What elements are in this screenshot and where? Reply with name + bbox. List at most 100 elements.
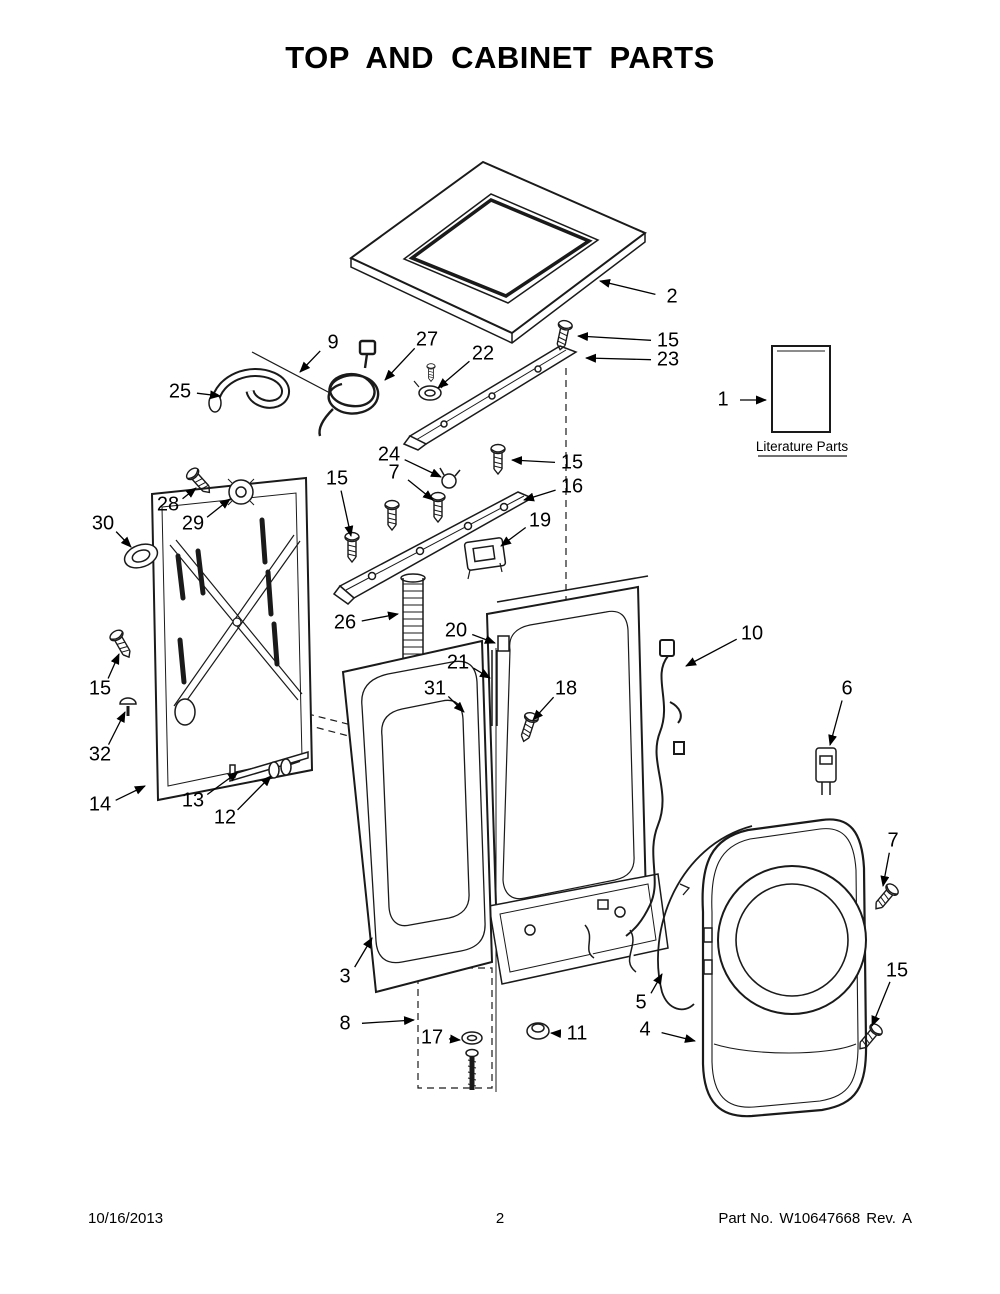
callout-label: 27 [416, 328, 438, 350]
callout-leader [585, 353, 652, 363]
callout-leader [299, 350, 321, 373]
hinge-art [815, 747, 837, 795]
screw-icon [107, 627, 136, 662]
callout-label: 7 [388, 461, 399, 483]
callout-leader [107, 653, 120, 679]
callout-leader [206, 771, 239, 796]
callout-leader [472, 633, 496, 644]
callout-label: 32 [89, 743, 111, 765]
callout-label: 5 [635, 991, 646, 1013]
callout-leader [532, 696, 555, 721]
callout-leader [473, 667, 491, 679]
base-frame-art [488, 873, 669, 985]
screw-icon [430, 491, 446, 523]
part-number: W10647668 [779, 1210, 861, 1227]
switch-box-art [463, 537, 507, 580]
footer-part-info: Part No. W10647668 Rev. A [712, 1210, 912, 1227]
callout-leader [107, 711, 126, 745]
callout-label: 11 [567, 1022, 588, 1044]
callout-leader [237, 775, 272, 811]
foot-bolt-art [461, 1031, 483, 1090]
cabinet-wrapper-art [485, 575, 649, 940]
page-title: TOP AND CABINET PARTS [285, 40, 715, 75]
callout-label: 25 [169, 380, 191, 402]
callout-label: 18 [555, 677, 577, 699]
rev-value: A [901, 1210, 912, 1227]
callout-label: 24 [378, 443, 400, 465]
callout-label: 10 [741, 622, 763, 644]
rev-label: Rev. [866, 1210, 896, 1227]
clip-art [497, 635, 510, 652]
top-rear-rail-art [402, 345, 578, 451]
callout-label: 19 [529, 509, 551, 531]
callout-label: 16 [561, 475, 583, 497]
wire-harness-art [625, 639, 685, 937]
callout-leader [828, 700, 843, 746]
callout-leader [361, 1016, 415, 1026]
screw-icon [552, 318, 574, 352]
callout-label: 30 [92, 512, 114, 534]
callout-label: 29 [182, 512, 204, 534]
callout-leader [685, 638, 738, 667]
rear-panel-art [150, 476, 314, 802]
callout-label: 21 [447, 651, 469, 673]
callout-leader [871, 981, 891, 1027]
callout-label: 3 [339, 965, 350, 987]
callout-leader [384, 347, 416, 381]
push-cap-art [119, 697, 137, 716]
callout-label: 7 [887, 829, 898, 851]
screw-icon [869, 880, 902, 914]
callout-label: 26 [334, 611, 356, 633]
callout-label: 23 [657, 348, 679, 370]
callout-leader [599, 278, 656, 296]
callout-label: 1 [717, 388, 728, 410]
callout-leader [354, 937, 373, 968]
callout-leader [182, 487, 197, 500]
callout-label: 8 [339, 1012, 350, 1034]
callout-label: 17 [421, 1026, 443, 1048]
callout-leader [523, 489, 556, 502]
callout-leader [500, 526, 527, 547]
front-panel-art [341, 639, 494, 994]
callout-leader [407, 479, 434, 501]
roller-art [268, 758, 301, 779]
callout-label: 9 [327, 331, 338, 353]
door-panel-art [701, 818, 868, 1118]
callout-label: 15 [89, 677, 111, 699]
literature-parts-art [758, 345, 847, 457]
callout-leader [361, 611, 399, 622]
callout-label: 13 [182, 789, 204, 811]
channel-art [491, 650, 498, 726]
literature-parts-label: Literature Parts [756, 439, 849, 454]
screw-icon [344, 531, 360, 563]
callout-leader [661, 1031, 696, 1043]
callout-leader [577, 332, 652, 342]
callout-leader [437, 360, 470, 389]
screw-icon [384, 499, 400, 531]
callout-label: 6 [841, 677, 852, 699]
callout-label: 2 [666, 285, 677, 307]
callout-leader [115, 531, 132, 548]
callout-label: 12 [214, 806, 236, 828]
callout-label: 22 [472, 342, 494, 364]
callout-leader [448, 1034, 461, 1044]
callout-leader [550, 1029, 562, 1039]
top-panel-art [349, 160, 647, 344]
callout-label: 14 [89, 793, 111, 815]
part-no-label: Part No. [718, 1210, 774, 1227]
callout-label: 15 [657, 329, 679, 351]
callout-leader [115, 785, 146, 801]
cord-grommet-art [413, 363, 447, 401]
callout-leader [404, 459, 442, 478]
vent-grommet-art [227, 478, 255, 506]
callout-label: 20 [445, 619, 467, 641]
door-seal-art [657, 825, 753, 1011]
callout-leader [196, 390, 221, 400]
footer-date: 10/16/2013 [88, 1210, 164, 1227]
callout-leader [447, 695, 465, 713]
callout-label: 31 [424, 677, 446, 699]
hose-clamp-art [439, 467, 461, 489]
